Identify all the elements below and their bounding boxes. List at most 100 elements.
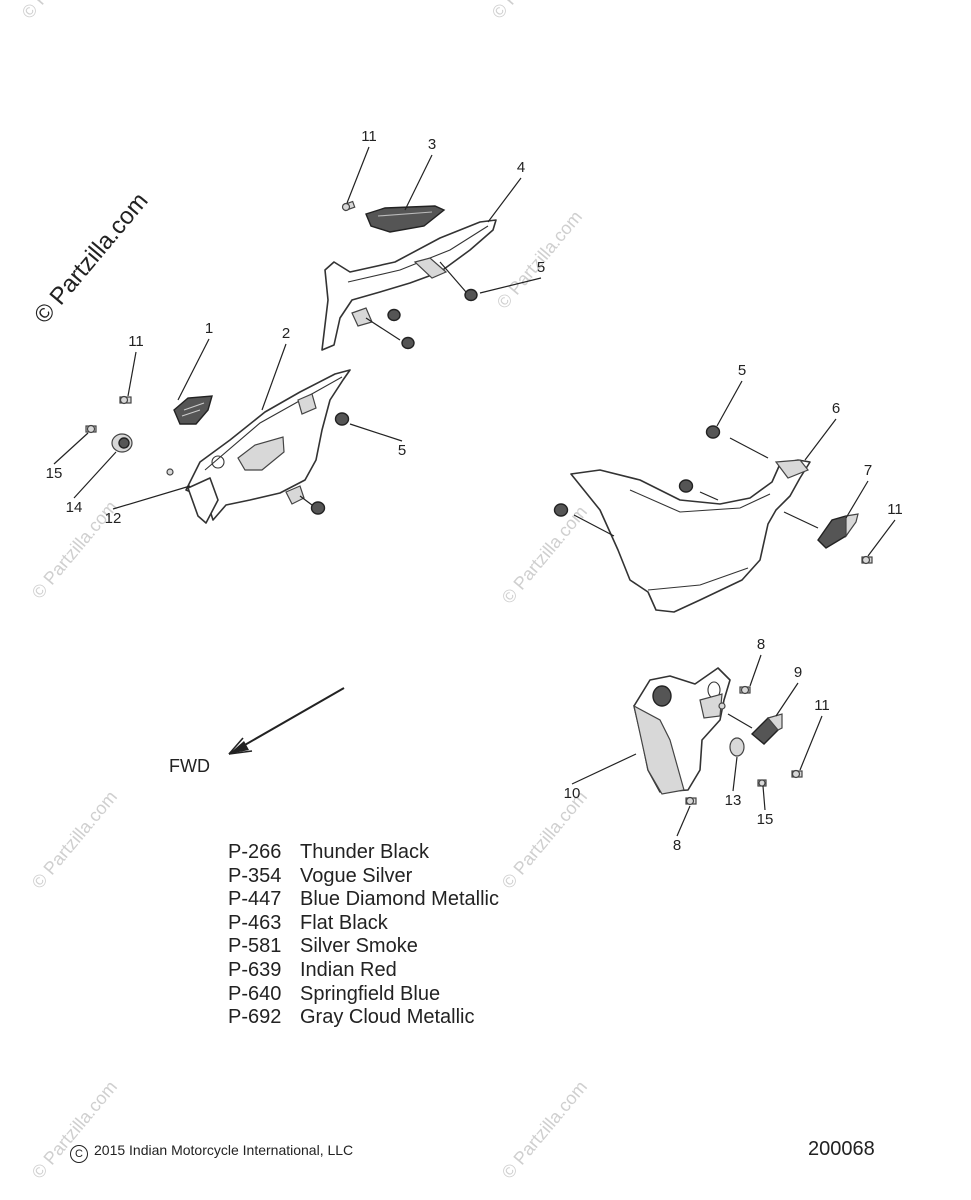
callout-leader <box>732 756 738 792</box>
legend-color-name: Flat Black <box>300 911 388 934</box>
legend-color-name: Vogue Silver <box>300 864 413 887</box>
grommet-icon <box>705 425 721 439</box>
screw-icon <box>119 395 132 405</box>
callout-number: 6 <box>832 400 840 417</box>
watermark: © Partzilla.com <box>498 787 591 893</box>
callout-number: 3 <box>428 136 436 153</box>
part-2-lower-flap <box>187 477 219 524</box>
leader-line <box>783 511 819 529</box>
grommet-icon <box>553 503 569 517</box>
part-3-cover-rib <box>377 211 433 217</box>
callout-number: 11 <box>887 501 903 518</box>
part-6-top-tab <box>774 459 809 479</box>
part-2-lower-tab <box>285 485 305 505</box>
legend-code: P-639 <box>228 958 282 981</box>
screw-icon <box>341 200 356 212</box>
watermark-main: © Partzilla.com <box>29 188 154 329</box>
legend-color-name: Thunder Black <box>300 841 429 863</box>
legend-color-name: Blue Diamond Metallic <box>300 888 499 911</box>
watermark: © Partzilla.com <box>28 787 121 893</box>
callout-leader <box>127 351 137 397</box>
legend-color-name: Indian Red <box>300 958 397 981</box>
callout-leader <box>775 682 799 717</box>
part-10-tab <box>699 693 723 719</box>
legend-code: P-581 <box>228 935 282 958</box>
watermark: © Partzilla.com <box>488 0 581 23</box>
callout-number: 4 <box>517 159 525 176</box>
callout-number: 11 <box>361 128 377 145</box>
callout-leader <box>845 480 869 519</box>
right-panel-group <box>553 425 873 613</box>
callout-leader <box>762 785 766 811</box>
part-10-hole <box>652 685 672 707</box>
part-4-bracket <box>321 219 497 351</box>
grommet-icon <box>464 288 478 302</box>
forward-arrow-icon <box>228 687 345 755</box>
callout-leader <box>804 418 837 461</box>
part-6-lower-edge <box>647 567 749 591</box>
callout-leader <box>112 485 191 510</box>
callout-leader <box>479 277 542 294</box>
leader-line <box>699 491 719 501</box>
legend-code: P-266 <box>228 841 282 863</box>
part-2-hole <box>211 455 225 469</box>
callout-leader <box>716 380 743 427</box>
callout-leader <box>487 177 522 223</box>
callout-number: 5 <box>738 362 746 379</box>
grommet-icon <box>387 308 401 322</box>
legend-code: P-640 <box>228 982 282 1005</box>
legend-code: P-692 <box>228 1006 282 1029</box>
nut-icon <box>111 433 133 453</box>
legend-row: P-266 Thunder Black <box>228 841 499 865</box>
part-4-tab-lower <box>351 307 373 327</box>
grommet-icon <box>401 336 415 350</box>
callout-leader <box>346 146 370 204</box>
callout-leader <box>799 715 823 771</box>
part-2-rib <box>204 376 343 471</box>
callout-number: 1 <box>205 320 213 337</box>
diagram-id: 200068 <box>808 1138 875 1160</box>
callout-leader <box>404 154 433 211</box>
callout-number: 11 <box>814 697 830 714</box>
screw-icon <box>85 424 97 434</box>
part-1-grille-cover <box>173 395 213 425</box>
grommet-icon <box>678 479 694 493</box>
callout-number: 7 <box>864 462 872 479</box>
legend-row: P-463 Flat Black <box>228 912 499 936</box>
grommet-icon <box>310 501 326 515</box>
watermark: © Partzilla.com <box>498 1077 591 1183</box>
legend-row: P-639 Indian Red <box>228 959 499 983</box>
part-4-tab <box>413 257 448 279</box>
legend-color-name: Gray Cloud Metallic <box>300 1006 475 1029</box>
watermark: © Partzilla.com <box>28 1077 121 1183</box>
callout-number: 11 <box>128 333 144 350</box>
callout-number: 12 <box>105 510 122 527</box>
part-6-rib <box>629 489 771 513</box>
legend-color-name: Springfield Blue <box>300 982 441 1005</box>
callout-leader <box>349 423 403 442</box>
callout-leader <box>867 519 896 557</box>
screw-icon <box>791 769 803 779</box>
watermark: © Partzilla.com <box>498 502 591 608</box>
grommet-icon <box>334 412 350 426</box>
callout-number: 10 <box>564 785 581 802</box>
screw-icon <box>757 779 767 787</box>
leader-line <box>439 261 467 293</box>
part-9-cover-face <box>766 713 783 731</box>
callout-number: 2 <box>282 325 290 342</box>
legend-row: P-692 Gray Cloud Metallic <box>228 1006 499 1030</box>
left-panel-group <box>85 369 351 524</box>
legend-code: P-463 <box>228 911 282 934</box>
legend-row: P-640 Springfield Blue <box>228 983 499 1007</box>
nut-icon <box>729 737 745 757</box>
screw-icon <box>861 555 873 565</box>
callout-number: 8 <box>757 636 765 653</box>
forward-direction-label: FWD <box>169 756 210 776</box>
callout-number: 14 <box>66 499 83 516</box>
part-2-recess <box>237 436 285 471</box>
